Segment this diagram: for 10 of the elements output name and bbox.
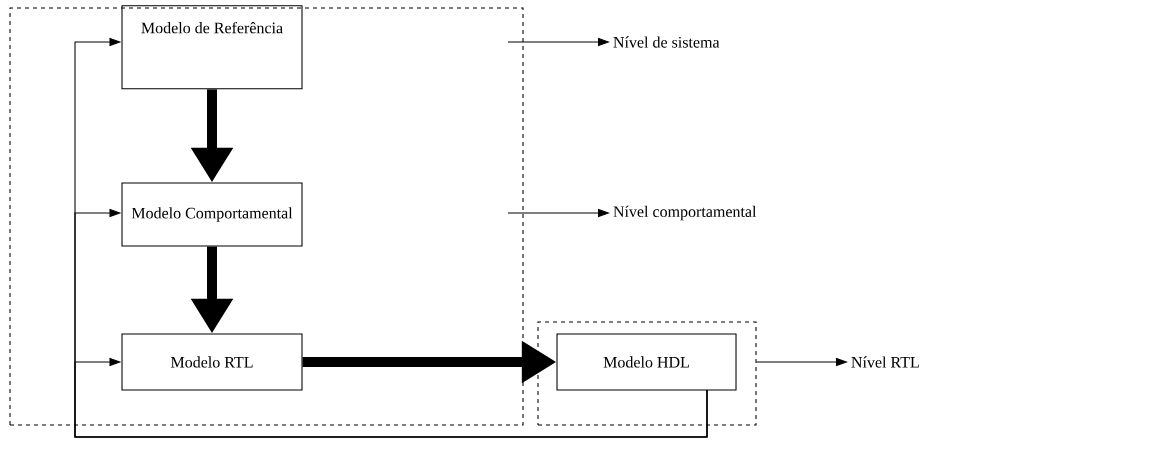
model-box: Modelo RTL — [121, 333, 303, 391]
level-label: Nível comportamental — [613, 205, 757, 221]
dashed-frame — [537, 321, 757, 426]
level-label: Nível RTL — [851, 356, 919, 368]
model-box: Modelo Comportamental — [121, 182, 303, 247]
model-box: Modelo de Referência — [121, 5, 303, 90]
dashed-frame — [9, 7, 524, 426]
model-box: Modelo HDL — [556, 333, 737, 391]
level-label: Nível de sistema — [613, 36, 720, 48]
arrow — [74, 357, 708, 438]
